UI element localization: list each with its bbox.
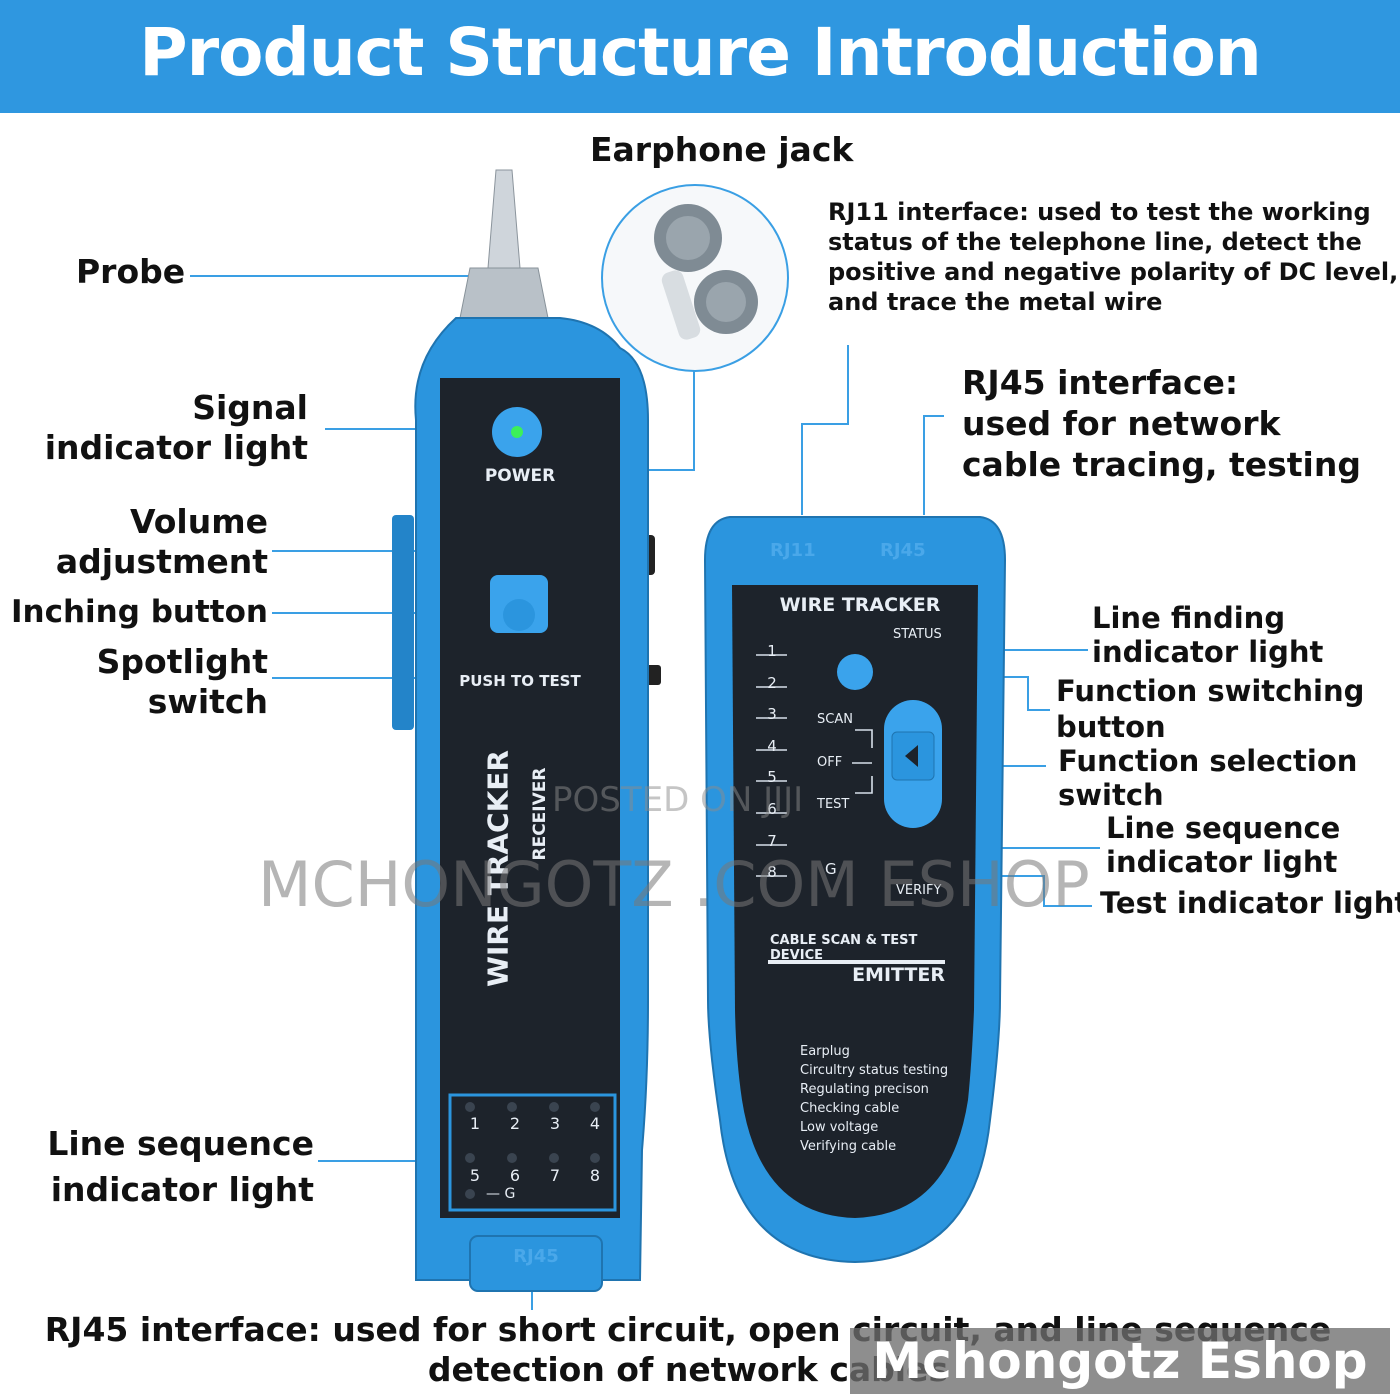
grid-num: 1 (469, 1114, 481, 1133)
emitter-numbers: 1 2 3 4 5 6 7 8 (762, 636, 782, 889)
emitter-features: Earplug Circultry status testing Regulat… (800, 1042, 948, 1156)
receiver-power-label: POWER (484, 466, 556, 486)
page-title: Product Structure Introduction (139, 14, 1262, 91)
label-line: adjustment (55, 542, 268, 581)
spotlight-label: Spotlight switch (20, 642, 268, 722)
emitter-verify: VERIFY (896, 883, 942, 898)
emitter-off: OFF (817, 755, 843, 770)
line-finding-label: Line finding indicator light (1092, 601, 1323, 669)
emitter-num: 8 (767, 863, 777, 882)
emitter-num: 7 (767, 831, 777, 850)
label-line: RJ45 interface: (962, 363, 1239, 402)
emitter-num: 2 (767, 673, 777, 692)
feature-item: Earplug (800, 1044, 850, 1059)
emitter-role: EMITTER (852, 964, 945, 986)
function-selection-label: Function selection switch (1058, 744, 1357, 812)
grid-num: 4 (589, 1114, 601, 1133)
function-switch-button (837, 654, 873, 690)
function-button-label: Function switching button (1056, 673, 1364, 745)
emitter-port1: RJ11 (770, 540, 816, 561)
label-line: Line sequence (47, 1124, 314, 1163)
label-line: Line sequence (1106, 811, 1341, 845)
receiver-side-clip (392, 515, 414, 730)
label-line: indicator light (44, 428, 308, 467)
receiver-ground: — G (486, 1186, 516, 1202)
watermark-main: MCHONGOTZ .COM ESHOP (258, 848, 1090, 921)
receiver-led-grid (448, 1093, 617, 1212)
inching-button-label: Inching button (11, 594, 268, 630)
label-line: Spotlight (96, 642, 268, 681)
watermark-posted: POSTED ON JIJI (552, 780, 804, 820)
feature-item: Verifying cable (800, 1139, 897, 1154)
earphone-leader (645, 365, 695, 471)
earphone-jack-label: Earphone jack (590, 130, 854, 169)
volume-label: Volume adjustment (20, 502, 268, 582)
grid-num: 8 (589, 1166, 601, 1185)
receiver-rj45-port (469, 1235, 603, 1292)
emitter-port2: RJ45 (880, 540, 926, 561)
receiver-push-label: PUSH TO TEST (459, 672, 581, 690)
test-indicator-label: Test indicator light (1100, 886, 1400, 920)
grid-num: 6 (509, 1166, 521, 1185)
label-line: switch (1058, 778, 1164, 812)
rj45-top-leader (923, 415, 944, 515)
rj11-leader (801, 345, 849, 515)
receiver-grid-bottom: 5 6 7 8 (455, 1166, 615, 1185)
title-banner (0, 0, 1400, 113)
label-line: Function switching (1056, 674, 1365, 708)
grid-num: 2 (509, 1114, 521, 1133)
emitter-num: 5 (767, 768, 777, 787)
probe-tip (487, 169, 521, 269)
emitter-num: 4 (767, 736, 777, 755)
label-line: Line finding (1092, 601, 1286, 635)
grid-num: 5 (469, 1166, 481, 1185)
emitter-test: TEST (817, 797, 850, 812)
signal-indicator-label: Signal indicator light (40, 388, 308, 468)
emitter-brand: WIRE TRACKER (779, 594, 941, 616)
label-line: Function selection (1058, 744, 1358, 778)
label-line: used for network (962, 404, 1281, 443)
line-sequence-left-label: Line sequence indicator light (20, 1121, 314, 1213)
label-line: indicator light (1106, 845, 1338, 879)
line-sequence-right-label: Line sequence indicator light (1106, 811, 1340, 879)
label-line: button (1056, 710, 1166, 744)
rj11-line: positive and negative polarity of DC lev… (828, 258, 1399, 286)
receiver-grid-top: 1 2 3 4 (455, 1114, 615, 1133)
label-line: cable tracing, testing (962, 445, 1361, 484)
label-line: Volume (130, 502, 268, 541)
probe-collar (459, 267, 549, 319)
feature-item: Low voltage (800, 1120, 879, 1135)
feature-item: Circultry status testing (800, 1063, 949, 1078)
receiver-port-label: RJ45 (513, 1246, 559, 1267)
grid-num: 3 (549, 1114, 561, 1133)
label-line: Signal (192, 388, 308, 427)
emitter-status: STATUS (893, 627, 942, 642)
receiver-panel (440, 378, 620, 1218)
grid-num: 7 (549, 1166, 561, 1185)
rj45-top-label: RJ45 interface: used for network cable t… (962, 362, 1361, 485)
emitter-num: 1 (767, 642, 777, 660)
emitter-device: CABLE SCAN & TEST DEVICE (770, 933, 918, 963)
label-line: switch (147, 682, 268, 721)
feature-item: Checking cable (800, 1101, 900, 1116)
watermark-shop: Mchongotz Eshop (850, 1328, 1390, 1394)
label-line: indicator light (1092, 635, 1324, 669)
label-line: indicator light (50, 1170, 314, 1209)
feature-item: Regulating precison (800, 1082, 929, 1097)
rj11-line: status of the telephone line, detect the (828, 228, 1362, 256)
rj11-line: RJ11 interface: used to test the working (828, 198, 1371, 226)
rj11-line: and trace the metal wire (828, 288, 1163, 316)
emitter-scan: SCAN (817, 712, 853, 727)
probe-label: Probe (76, 252, 186, 291)
emitter-num: 6 (767, 799, 777, 818)
emitter-num: 3 (767, 705, 777, 724)
rj11-description: RJ11 interface: used to test the working… (828, 197, 1398, 317)
emitter-g: G (825, 860, 837, 878)
